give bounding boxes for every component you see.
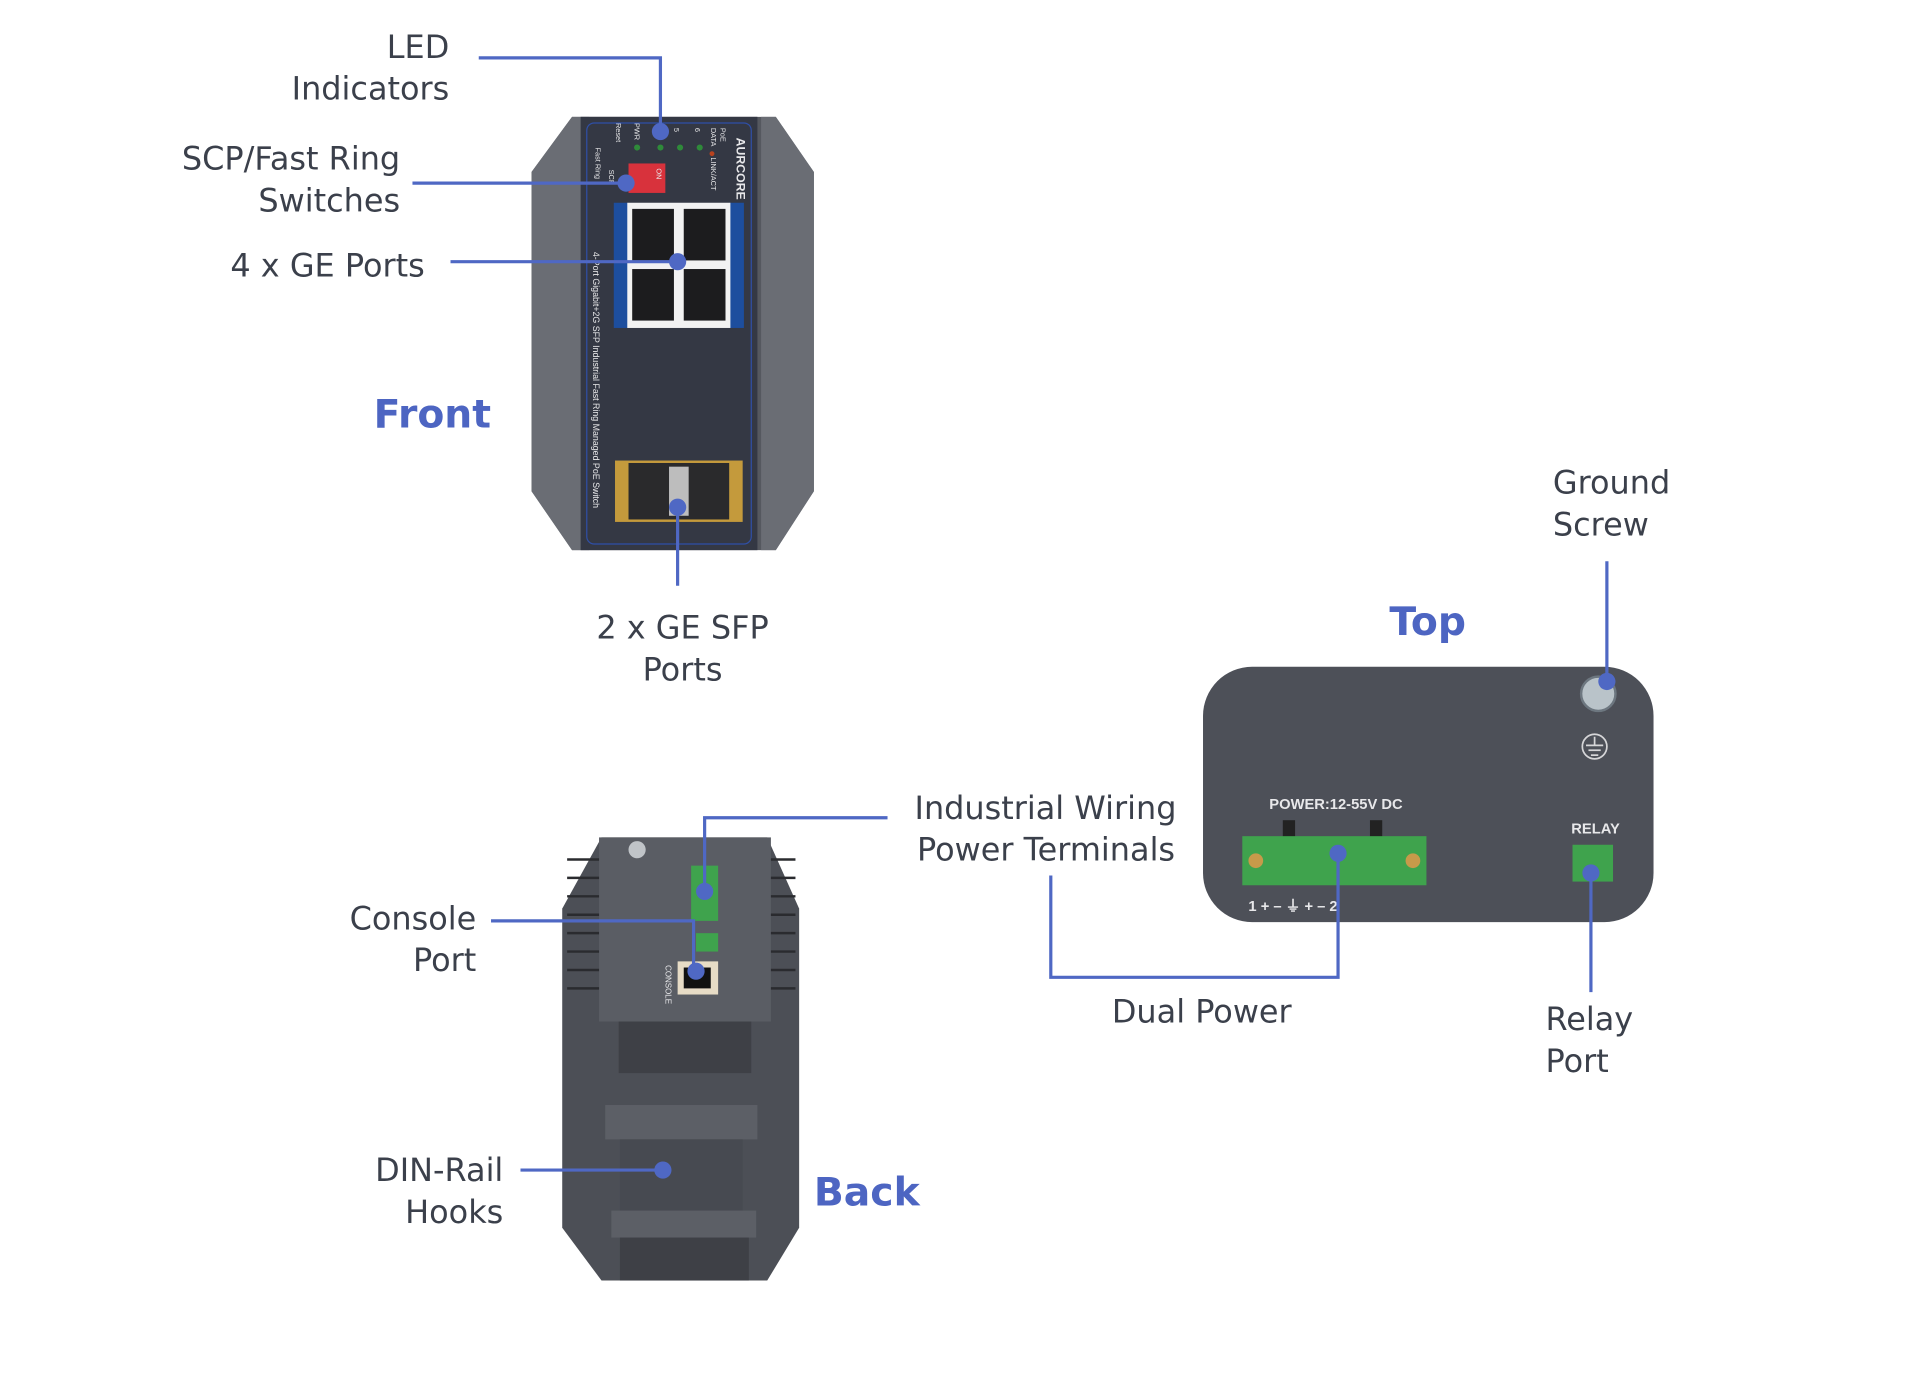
led-row — [634, 144, 715, 157]
svg-text:Indicators: Indicators — [292, 70, 450, 108]
relay-text: RELAY — [1571, 822, 1620, 838]
front-title: Front — [374, 392, 491, 437]
model-text: 4-Port Gigabit+2G SFP Industrial Fast Ri… — [591, 252, 601, 508]
reset-label: Reset — [614, 123, 623, 142]
svg-text:Port: Port — [413, 941, 476, 979]
ground-symbol-icon — [1581, 733, 1608, 760]
callout-led-indicators: LED Indicators — [292, 28, 670, 141]
led-label-link-act: LINK/ACT — [709, 157, 718, 191]
scp-switch — [628, 163, 666, 193]
svg-text:Switches: Switches — [258, 181, 400, 219]
rj45-block — [613, 202, 744, 328]
back-view-device: CONSOLE — [562, 837, 800, 1281]
front-view-device: AURCORE PWR 5 6 PoE DATA LINK/ACT Reset … — [531, 116, 814, 551]
terminal-marks: 1 + – ⏚ + – 2 — [1248, 898, 1337, 915]
svg-text:Ground: Ground — [1553, 464, 1670, 502]
svg-text:Ports: Ports — [643, 650, 723, 688]
power-rating-text: POWER:12-55V DC — [1269, 797, 1403, 813]
svg-text:Dual Power: Dual Power — [1112, 993, 1293, 1031]
svg-text:LED: LED — [387, 28, 450, 66]
svg-text:DIN-Rail: DIN-Rail — [375, 1151, 503, 1189]
svg-text:Hooks: Hooks — [405, 1193, 503, 1231]
svg-text:SCP/Fast Ring: SCP/Fast Ring — [182, 140, 400, 178]
switch-on-label: ON — [655, 168, 664, 179]
fast-ring-label: Fast Ring — [593, 148, 602, 180]
led-label-6: 6 — [693, 128, 702, 132]
led-label-poe: PoE — [719, 128, 728, 142]
top-title: Top — [1389, 600, 1466, 645]
callout-scp-switches: SCP/Fast Ring Switches — [182, 140, 635, 219]
svg-text:Console: Console — [350, 899, 477, 937]
brand-logo: AURCORE — [734, 138, 748, 200]
svg-text:Power Terminals: Power Terminals — [917, 831, 1175, 869]
callout-console-port: Console Port — [350, 899, 705, 980]
callout-wiring-terminals: Industrial Wiring Power Terminals — [696, 789, 1177, 901]
callout-relay-port: Relay Port — [1546, 864, 1634, 1080]
callout-ground-screw: Ground Screw — [1553, 464, 1670, 691]
svg-text:Industrial Wiring: Industrial Wiring — [915, 789, 1177, 827]
led-label-data: DATA — [709, 128, 718, 147]
svg-text:2 x GE SFP: 2 x GE SFP — [596, 609, 768, 647]
top-view-device: POWER:12-55V DC 1 + – ⏚ + – 2 RELAY — [1203, 666, 1654, 923]
svg-text:Screw: Screw — [1553, 505, 1649, 543]
console-text: CONSOLE — [663, 965, 672, 1004]
callout-dual-power: Dual Power — [1049, 844, 1347, 1031]
callout-sfp-ports: 2 x GE SFP Ports — [596, 498, 769, 688]
back-title: Back — [814, 1171, 921, 1216]
led-label-5: 5 — [672, 128, 681, 132]
scp-label: SCP — [607, 170, 616, 185]
callout-ge-ports: 4 x GE Ports — [230, 246, 687, 284]
svg-text:4 x GE Ports: 4 x GE Ports — [230, 246, 424, 284]
svg-text:Relay: Relay — [1546, 1000, 1634, 1038]
svg-text:Port: Port — [1546, 1042, 1609, 1080]
led-label-pwr: PWR — [633, 123, 642, 140]
sfp-block — [615, 460, 743, 522]
callout-din-rail-hooks: DIN-Rail Hooks — [375, 1151, 672, 1231]
